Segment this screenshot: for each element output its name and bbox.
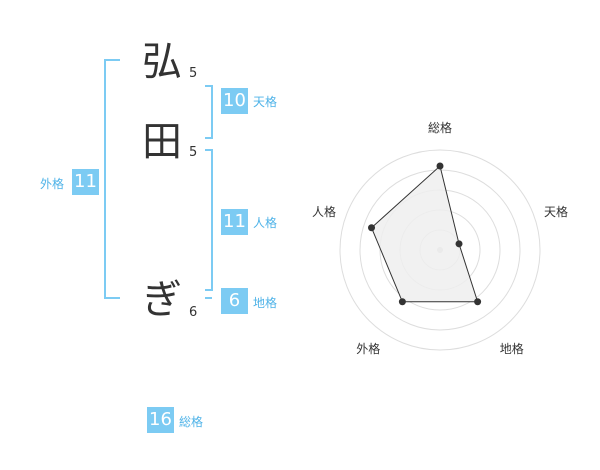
gaikaku-label: 外格 bbox=[40, 177, 65, 191]
radar-axis-label-4: 人格 bbox=[311, 205, 336, 220]
radar-point-3 bbox=[398, 298, 406, 306]
radar-point-0 bbox=[436, 162, 444, 170]
chikaku-label: 地格 bbox=[253, 296, 278, 310]
radar-ring-5 bbox=[339, 149, 541, 351]
radar-axis-label-1: 天格 bbox=[544, 205, 569, 220]
soukaku-label: 総格 bbox=[179, 415, 204, 429]
stroke-count-1: 5 bbox=[189, 66, 198, 81]
tenkaku-label: 天格 bbox=[253, 95, 278, 109]
jinkaku-bracket bbox=[205, 149, 213, 291]
radar-axis-label-0: 総格 bbox=[427, 121, 453, 135]
radar-axis-label-2: 地格 bbox=[499, 341, 524, 356]
tenkaku-bracket bbox=[205, 85, 213, 139]
radar-axis-label-3: 外格 bbox=[356, 341, 381, 356]
stroke-count-2: 5 bbox=[189, 145, 198, 160]
tenkaku-badge: 10 bbox=[221, 88, 248, 114]
radar-series-polygon bbox=[370, 165, 479, 303]
radar-point-4 bbox=[368, 224, 376, 232]
jinkaku-label: 人格 bbox=[253, 216, 278, 230]
chikaku-badge: 6 bbox=[221, 288, 248, 314]
name-char-3: ぎ bbox=[142, 277, 182, 323]
stroke-count-3: 6 bbox=[189, 305, 198, 320]
soukaku-badge: 16 bbox=[147, 407, 174, 433]
name-char-1: 弘 bbox=[142, 39, 182, 85]
radar-point-1 bbox=[455, 240, 463, 248]
jinkaku-badge: 11 bbox=[221, 209, 248, 235]
radar-series bbox=[370, 165, 479, 303]
radar-points bbox=[368, 162, 482, 306]
gaikaku-badge: 11 bbox=[72, 169, 99, 195]
radar-point-2 bbox=[474, 298, 482, 306]
gaikaku-bracket bbox=[104, 59, 120, 299]
name-char-2: 田 bbox=[142, 119, 182, 165]
